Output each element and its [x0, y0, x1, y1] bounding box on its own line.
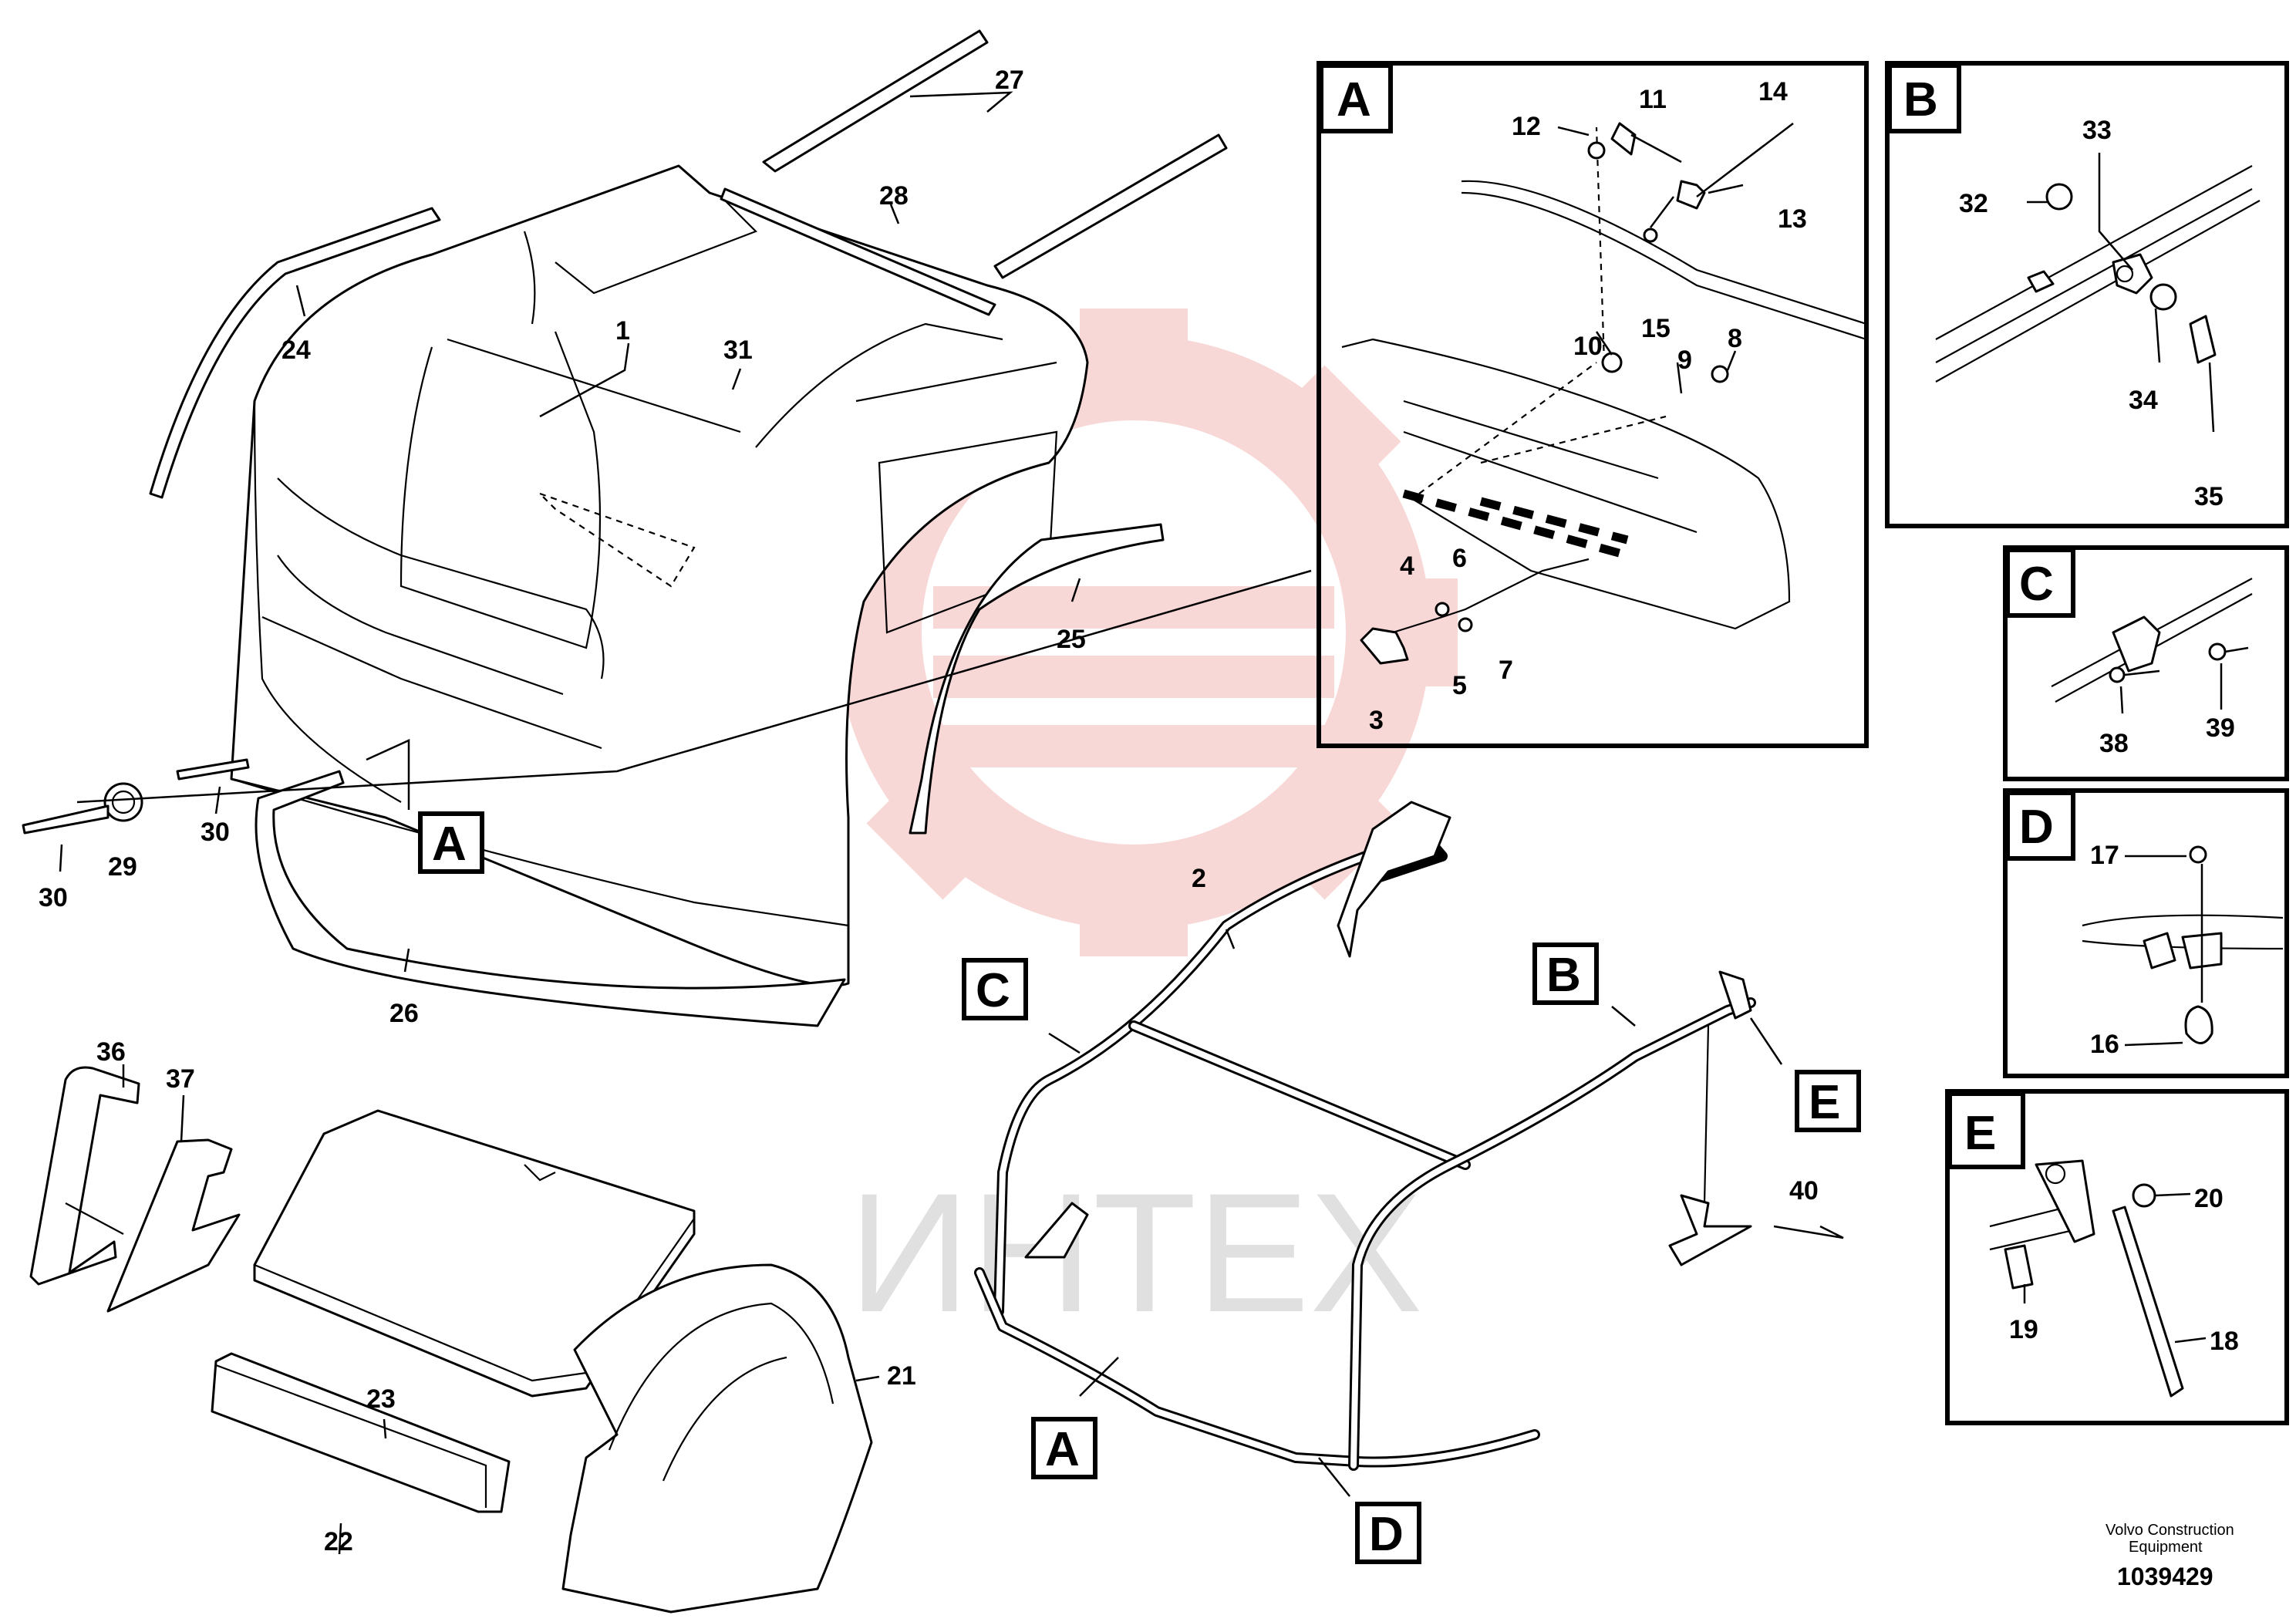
callout-22: 22: [324, 1527, 353, 1556]
callout-31: 31: [723, 336, 753, 365]
svg-text:E: E: [1809, 1076, 1840, 1129]
svg-text:A: A: [1045, 1423, 1080, 1476]
callout-25: 25: [1057, 625, 1086, 654]
callout-35: 35: [2194, 482, 2224, 511]
callout-37: 37: [166, 1064, 195, 1094]
insulation-mat-23: [253, 1109, 696, 1398]
seal-strip-24: [149, 207, 441, 499]
insulation-panel-21: [561, 1263, 873, 1614]
svg-text:A: A: [1337, 73, 1371, 126]
callout-28: 28: [879, 181, 909, 211]
callout-numbers: 1 2 3 4 5 6 7 8 9 10 11 12 13 14 15 16 1…: [39, 66, 2239, 1556]
callout-32: 32: [1959, 189, 1988, 218]
callout-36: 36: [96, 1037, 126, 1067]
callout-1: 1: [615, 316, 630, 346]
callout-9: 9: [1677, 346, 1692, 375]
detail-box-c: C: [2003, 545, 2289, 781]
callout-13: 13: [1778, 204, 1807, 234]
drawing-number: 1039429: [2117, 1563, 2213, 1590]
callout-39: 39: [2206, 713, 2235, 743]
watermark-text: ИНТЕХ: [848, 1158, 1423, 1347]
callout-15: 15: [1641, 314, 1671, 343]
seal-strip-27: [762, 29, 1228, 279]
callout-40: 40: [1789, 1176, 1819, 1206]
svg-text:C: C: [2019, 558, 2054, 611]
emblem-29: [22, 758, 250, 835]
svg-text:D: D: [2019, 801, 2054, 854]
callout-6: 6: [1452, 544, 1467, 573]
callout-34: 34: [2129, 386, 2158, 415]
company-name: Volvo Construction: [2106, 1522, 2234, 1539]
seal-strip-26: [255, 770, 846, 1027]
company-name-line2: Equipment: [2129, 1539, 2203, 1556]
callout-18: 18: [2210, 1327, 2239, 1356]
callout-21: 21: [887, 1361, 916, 1391]
svg-text:A: A: [432, 818, 467, 871]
detail-box-b: B: [1885, 61, 2289, 528]
callout-29: 29: [108, 852, 137, 882]
callout-20: 20: [2194, 1184, 2224, 1213]
callout-30b: 30: [201, 818, 230, 847]
drawing-footer: Volvo Construction Equipment 1039429: [2106, 1522, 2234, 1590]
callout-17: 17: [2090, 841, 2119, 870]
callout-14: 14: [1758, 77, 1788, 106]
seal-strip-25: [909, 523, 1165, 835]
svg-text:B: B: [1903, 73, 1938, 126]
leader-lines: [59, 91, 1844, 1555]
svg-text:E: E: [1964, 1107, 1996, 1160]
detail-box-d: D: [2003, 788, 2289, 1078]
callout-10: 10: [1573, 332, 1603, 361]
callout-16: 16: [2090, 1030, 2119, 1059]
svg-text:B: B: [1546, 949, 1581, 1002]
callout-11: 11: [1639, 85, 1667, 114]
callout-24: 24: [282, 336, 311, 365]
bracket-36: [29, 1066, 140, 1286]
callout-23: 23: [366, 1384, 396, 1414]
callout-38: 38: [2099, 729, 2129, 758]
support-frame-2: [974, 801, 1756, 1471]
callout-33: 33: [2082, 116, 2112, 145]
main-callout-boxes: A C B E A D: [418, 811, 1861, 1564]
callout-4: 4: [1400, 551, 1414, 581]
insulation-strip-22: [211, 1352, 511, 1513]
seal-strip-28: [720, 187, 996, 316]
panel-37: [106, 1138, 241, 1313]
callout-7: 7: [1499, 656, 1513, 685]
callout-19: 19: [2009, 1315, 2038, 1344]
callout-30a: 30: [39, 883, 68, 912]
detail-box-e: E: [1945, 1089, 2289, 1425]
callout-26: 26: [389, 999, 419, 1028]
callout-2: 2: [1192, 864, 1206, 893]
callout-8: 8: [1728, 324, 1742, 353]
detail-box-a: A: [1317, 61, 1869, 748]
svg-text:C: C: [976, 964, 1010, 1017]
svg-text:D: D: [1369, 1508, 1404, 1561]
callout-3: 3: [1369, 706, 1384, 735]
callout-27: 27: [995, 66, 1024, 95]
callout-5: 5: [1452, 671, 1467, 700]
callout-12: 12: [1512, 112, 1541, 141]
